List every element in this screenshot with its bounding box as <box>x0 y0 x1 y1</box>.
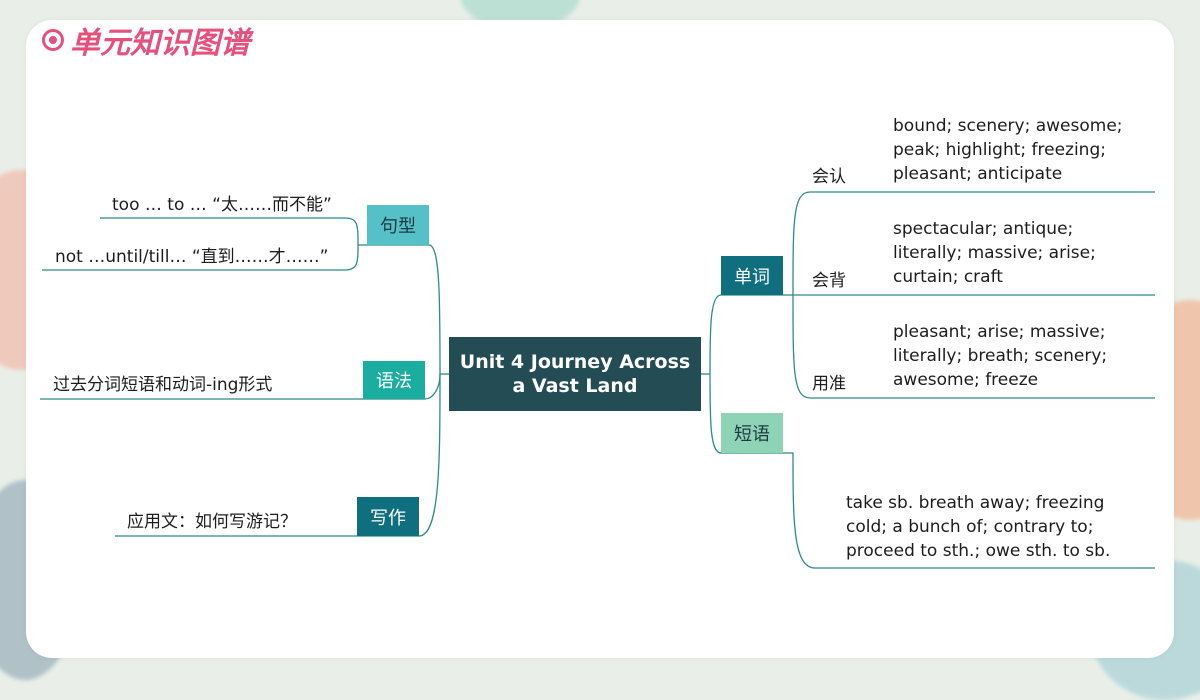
central-topic-line2: a Vast Land <box>512 375 638 397</box>
branch-sentence-pattern: 句型 <box>367 205 429 245</box>
branch-phrases: 短语 <box>721 413 783 453</box>
writing-item: 应用文：如何写游记？ <box>127 512 297 532</box>
page-title-text: 单元知识图谱 <box>70 26 250 61</box>
grammar-item: 过去分词短语和动词-ing形式 <box>53 375 273 395</box>
branch-grammar-label: 语法 <box>376 371 412 392</box>
connector-sp-item2 <box>42 244 359 271</box>
branch-sentence-pattern-label: 句型 <box>380 216 416 237</box>
central-topic-line1: Unit 4 Journey Across <box>459 351 691 373</box>
connector-vocab-level1 <box>792 191 1155 296</box>
vocab-word-line: curtain; craft <box>893 267 1003 287</box>
branch-vocabulary-label: 单词 <box>734 266 770 288</box>
connector-phrases-item <box>783 452 1155 569</box>
connector-right-vocab <box>709 294 722 375</box>
vocab-word-line: bound; scenery; awesome; <box>893 116 1123 136</box>
vocab-level-name: 会背 <box>812 271 846 291</box>
vocab-level-words: spectacular; antique; literally; massive… <box>893 217 1096 289</box>
connector-lines <box>40 191 1155 569</box>
vocab-word-line: pleasant; anticipate <box>893 164 1063 184</box>
connector-left-trunk-grammar <box>424 373 441 400</box>
bullseye-icon <box>42 29 64 51</box>
vocab-level-words: pleasant; arise; massive; literally; bre… <box>893 320 1107 392</box>
branch-grammar: 语法 <box>363 361 425 399</box>
vocab-level-name: 会认 <box>812 167 846 187</box>
phrases-line: proceed to sth.; owe sth. to sb. <box>846 541 1111 561</box>
page-title: 单元知识图谱 <box>42 20 250 61</box>
connector-right-phrases <box>709 373 722 454</box>
connector-vocab-level3 <box>792 294 1155 399</box>
vocab-level-words: bound; scenery; awesome; peak; highlight… <box>893 114 1123 186</box>
central-topic: Unit 4 Journey Across a Vast Land <box>449 337 701 411</box>
phrases-line: cold; a bunch of; contrary to; <box>846 517 1094 537</box>
vocab-level-name: 用准 <box>812 374 846 394</box>
sentence-pattern-item: not …until/till… “直到……才……” <box>55 247 329 267</box>
branch-writing-label: 写作 <box>370 507 406 529</box>
sentence-pattern-item: too … to … “太……而不能” <box>112 195 332 215</box>
branch-writing: 写作 <box>357 497 419 536</box>
vocab-word-line: literally; massive; arise; <box>893 243 1096 263</box>
vocab-word-line: peak; highlight; freezing; <box>893 140 1106 160</box>
branch-phrases-label: 短语 <box>734 424 770 445</box>
connector-left-trunk-writing <box>418 373 441 537</box>
vocab-word-line: literally; breath; scenery; <box>893 346 1108 366</box>
phrases-line: take sb. breath away; freezing <box>846 493 1105 513</box>
vocab-word-line: pleasant; arise; massive; <box>893 322 1106 342</box>
phrases-content: take sb. breath away; freezing cold; a b… <box>846 491 1110 563</box>
vocab-word-line: spectacular; antique; <box>893 219 1074 239</box>
connector-left-trunk <box>428 244 441 375</box>
vocab-word-line: awesome; freeze <box>893 370 1039 390</box>
branch-vocabulary: 单词 <box>721 256 783 295</box>
connector-sp-item1 <box>100 217 359 246</box>
